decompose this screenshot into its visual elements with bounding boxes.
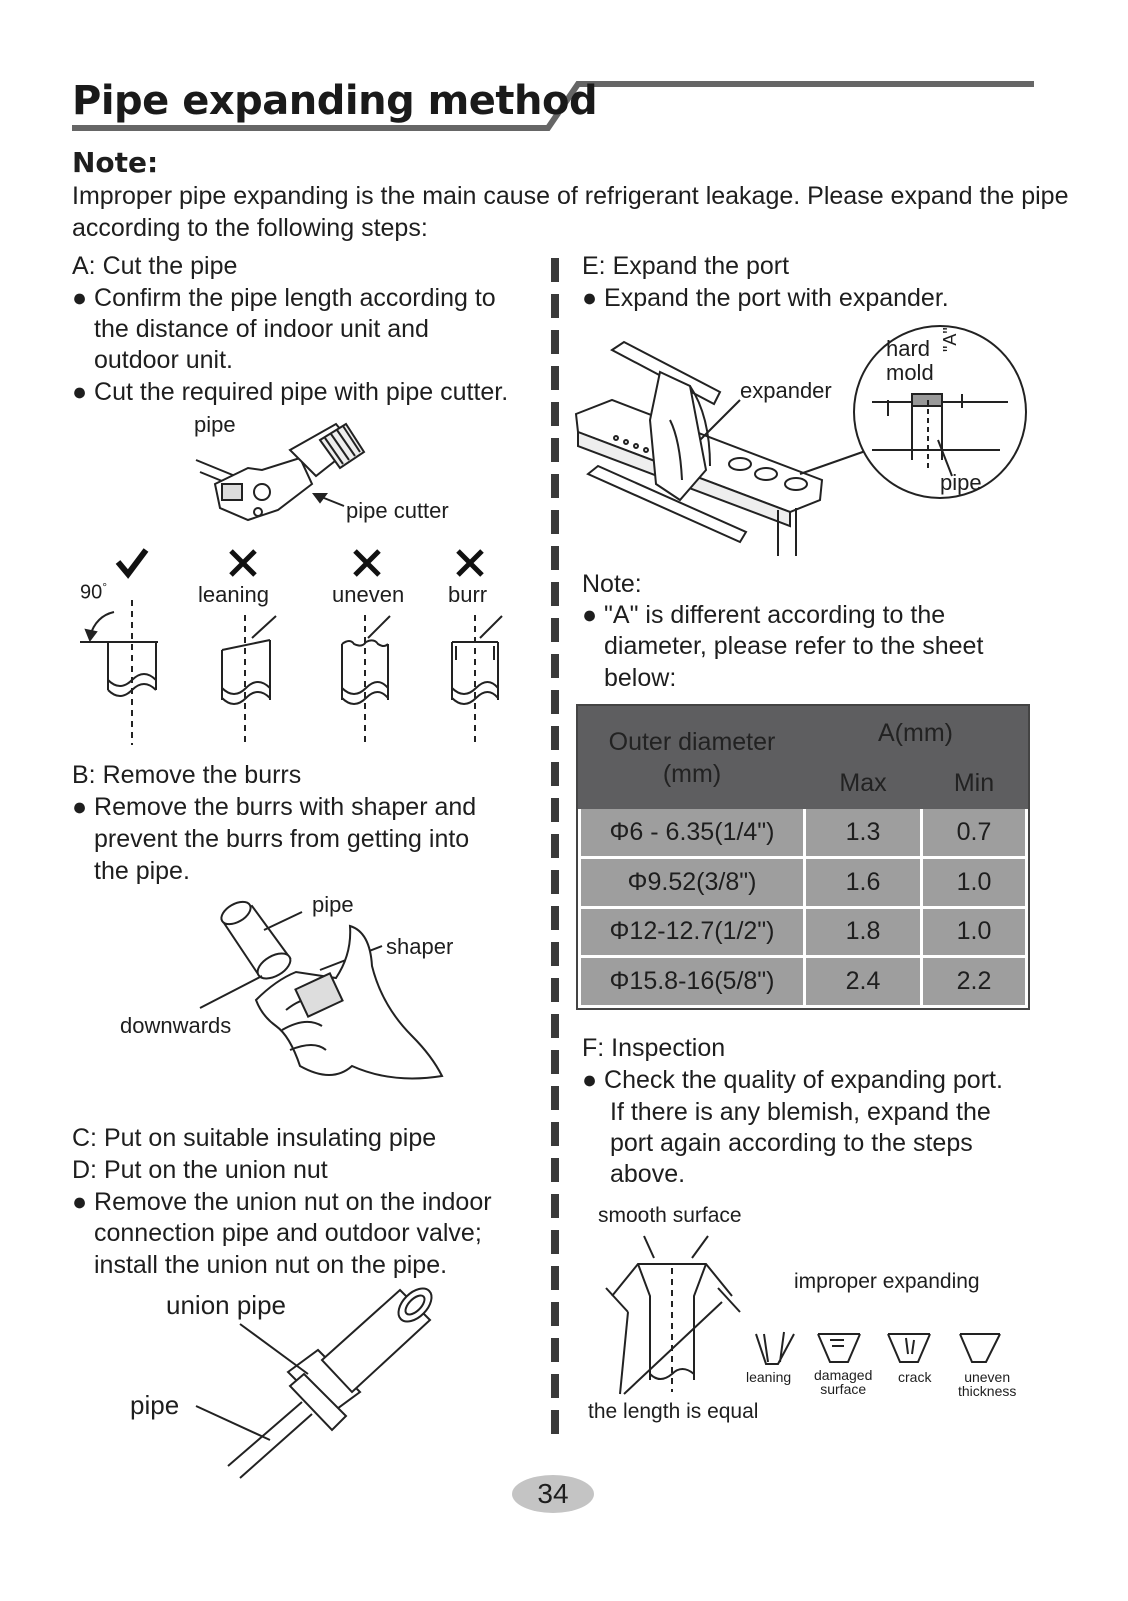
label-hard: hard: [886, 336, 931, 361]
step-f-line1: ● Check the quality of expanding port.: [582, 1066, 1003, 1094]
label-smooth-surface: smooth surface: [598, 1204, 742, 1227]
label-union-nut-pipe: pipe: [130, 1390, 180, 1420]
cut-pipes-illustration: [80, 600, 503, 745]
step-a-bullet1-line2: the distance of indoor unit and: [94, 315, 429, 343]
step-b-line3: the pipe.: [94, 857, 190, 885]
step-d-line1: ● Remove the union nut on the indoor: [72, 1188, 492, 1216]
column-divider: [551, 258, 559, 1443]
union-nut-illustration: [195, 1287, 433, 1479]
note-heading: Note:: [72, 146, 159, 179]
cross-icons: [229, 549, 484, 577]
note2-line2: diameter, please refer to the sheet: [604, 632, 984, 660]
step-b-heading: B: Remove the burrs: [72, 761, 302, 789]
table-cell-max: 1.6: [803, 855, 923, 909]
step-a-bullet2: ● Cut the required pipe with pipe cutter…: [72, 378, 509, 406]
step-e-heading: E: Expand the port: [582, 252, 790, 280]
step-a-heading: A: Cut the pipe: [72, 252, 238, 280]
expander-illustration: [574, 325, 1027, 556]
label-expanded-pipe: pipe: [940, 470, 982, 495]
inspection-illustration: [605, 1235, 1001, 1395]
table-header-outer-diameter: Outer diameter(mm): [578, 706, 806, 809]
table-cell-min: 1.0: [920, 855, 1028, 909]
step-f-heading: F: Inspection: [582, 1034, 726, 1062]
label-expander: expander: [740, 378, 832, 403]
table-cell-max: 1.3: [803, 806, 923, 859]
table-row: Φ6 - 6.35(1/4") 1.3 0.7: [578, 806, 1028, 859]
step-a-bullet1-line1: ● Confirm the pipe length according to: [72, 284, 496, 312]
table-cell-diameter: Φ6 - 6.35(1/4"): [578, 806, 806, 859]
dimension-table: Outer diameter(mm) A(mm) Max Min Φ6 - 6.…: [576, 704, 1030, 1010]
label-shaper-pipe: pipe: [312, 892, 354, 917]
label-improper-expanding: improper expanding: [794, 1270, 980, 1293]
label-crack: crack: [898, 1369, 932, 1385]
label-90-degrees: 90°: [80, 580, 108, 604]
intro-text: Improper pipe expanding is the main caus…: [72, 182, 1069, 242]
table-cell-max: 2.4: [803, 955, 923, 1008]
label-a-dimension: "A": [940, 327, 960, 352]
pipe-cutter-illustration: [195, 422, 366, 522]
step-e-line1: ● Expand the port with expander.: [582, 284, 949, 312]
step-f-line2: If there is any blemish, expand the: [610, 1098, 991, 1126]
step-b-line1: ● Remove the burrs with shaper and: [72, 793, 477, 821]
label-uneven: uneven: [332, 582, 405, 607]
note2-line1: ● "A" is different according to the: [582, 601, 946, 629]
table-row: Φ12-12.7(1/2") 1.8 1.0: [578, 905, 1028, 959]
step-d-line2: connection pipe and outdoor valve;: [94, 1219, 482, 1247]
label-union-pipe: union pipe: [166, 1290, 286, 1320]
label-burr: burr: [448, 582, 488, 607]
table-header-max: Max: [803, 758, 923, 809]
table-row: Φ9.52(3/8") 1.6 1.0: [578, 855, 1028, 909]
step-f-line4: above.: [610, 1160, 686, 1188]
table-cell-min: 0.7: [920, 806, 1028, 859]
table-cell-diameter: Φ9.52(3/8"): [578, 855, 806, 909]
label-shaper: shaper: [386, 934, 454, 959]
table-cell-diameter: Φ12-12.7(1/2"): [578, 905, 806, 959]
label-mold: mold: [886, 360, 934, 385]
label-pipe-cutter: pipe cutter: [346, 498, 449, 523]
step-f-line3: port again according to the steps: [610, 1129, 973, 1157]
step-d-line3: install the union nut on the pipe.: [94, 1251, 448, 1279]
step-c-heading: C: Put on suitable insulating pipe: [72, 1124, 437, 1152]
table-cell-max: 1.8: [803, 905, 923, 959]
label-downwards: downwards: [120, 1013, 232, 1038]
table-header-a: A(mm): [803, 706, 1028, 761]
shaper-illustration: [199, 900, 444, 1080]
table-header-min: Min: [920, 758, 1028, 809]
label-length-equal: the length is equal: [588, 1400, 759, 1423]
page-number: 34: [512, 1475, 594, 1513]
note2-heading: Note:: [582, 570, 642, 598]
table-cell-min: 1.0: [920, 905, 1028, 959]
page-title: Pipe expanding method: [72, 78, 598, 124]
step-d-heading: D: Put on the union nut: [72, 1156, 328, 1184]
label-pipe: pipe: [194, 412, 236, 437]
title-rule: [72, 81, 1034, 131]
table-row: Φ15.8-16(5/8") 2.4 2.2: [578, 955, 1028, 1008]
correct-check-icon: [115, 548, 149, 579]
table-cell-min: 2.2: [920, 955, 1028, 1008]
label-leaning: leaning: [198, 582, 269, 607]
step-a-bullet1-line3: outdoor unit.: [94, 346, 233, 374]
label-f-leaning: leaning: [746, 1369, 792, 1385]
note2-line3: below:: [604, 664, 677, 692]
table-cell-diameter: Φ15.8-16(5/8"): [578, 955, 806, 1008]
step-b-line2: prevent the burrs from getting into: [94, 825, 470, 853]
